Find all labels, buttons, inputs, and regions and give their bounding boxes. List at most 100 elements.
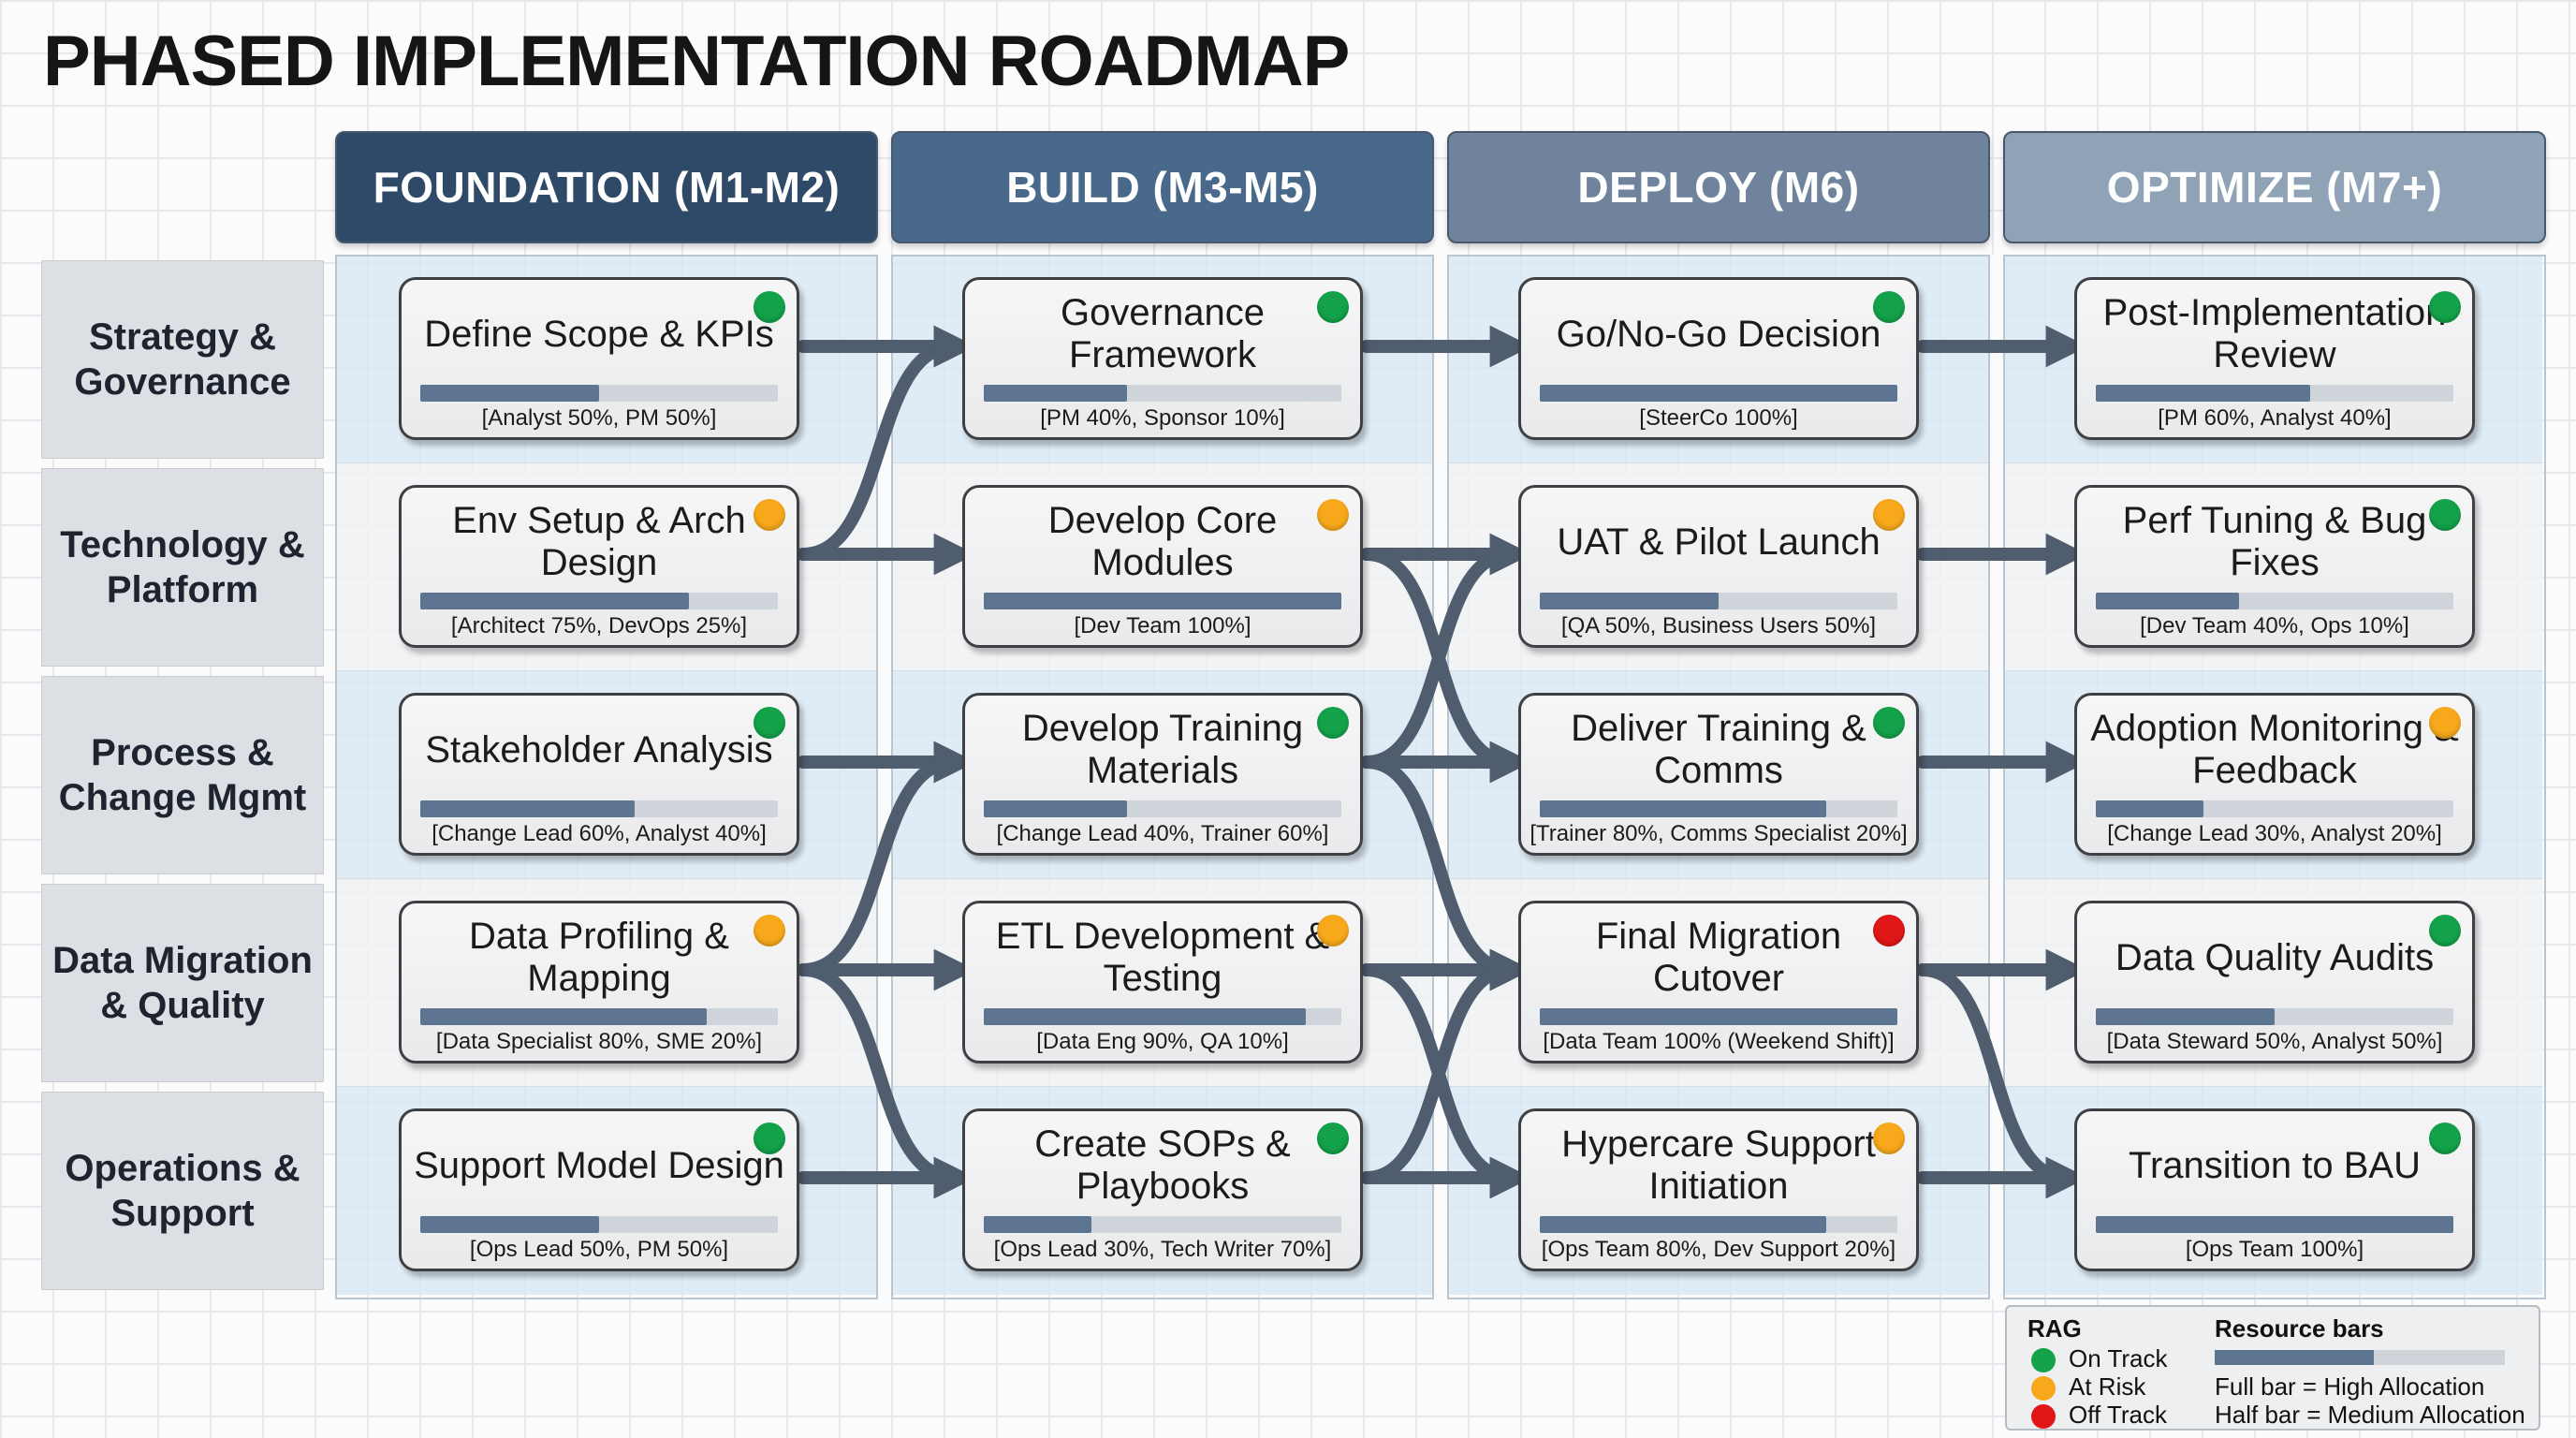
task-name: Go/No-Go Decision [1556, 313, 1881, 355]
task-name: Final Migration Cutover [1595, 916, 1842, 999]
task-resources: [Ops Lead 30%, Tech Writer 70%] [993, 1237, 1332, 1262]
task-resources: [Data Team 100% (Weekend Shift)] [1543, 1029, 1895, 1054]
rag-status-icon-on-track [754, 707, 785, 739]
task-card-create-sops-and-playbooks[interactable]: Create SOPs & Playbooks[Ops Lead 30%, Te… [962, 1108, 1363, 1271]
rag-status-icon-on-track [1873, 707, 1905, 739]
legend-on-track-label: On Track [2069, 1344, 2168, 1372]
rag-status-icon-on-track [2429, 915, 2461, 946]
rag-status-icon-at-risk [754, 499, 785, 531]
task-name: Adoption Monitoring & Feedback [2090, 708, 2459, 791]
rag-status-icon-on-track [1317, 707, 1349, 739]
task-resources: [Dev Team 100%] [1074, 613, 1251, 638]
task-resources: [PM 40%, Sponsor 10%] [1040, 405, 1285, 431]
phase-header-optimize-m7: OPTIMIZE (M7+) [2003, 131, 2546, 243]
task-card-governance-framework[interactable]: Governance Framework[PM 40%, Sponsor 10%… [962, 277, 1363, 440]
task-name: Perf Tuning & Bug Fixes [2122, 500, 2427, 583]
legend-bars-title: Resource bars [2215, 1314, 2384, 1343]
task-name: Transition to BAU [2129, 1144, 2421, 1186]
task-card-develop-training-materials[interactable]: Develop Training Materials [Change Lead 4… [962, 693, 1363, 856]
dependency-arrow-t32-to-t43 [1916, 963, 2088, 1199]
rag-status-icon-on-track [2429, 291, 2461, 323]
resource-bar-track [984, 1216, 1341, 1233]
dependency-arrow-t30-to-t41 [797, 963, 976, 1199]
resource-bar-track [2096, 385, 2453, 402]
task-card-adoption-monitoring-and-feedback[interactable]: Adoption Monitoring & Feedback [Change Le… [2074, 693, 2475, 856]
resource-bar-track [420, 1008, 778, 1025]
rag-status-icon-at-risk [2429, 707, 2461, 739]
task-name: Support Model Design [414, 1144, 784, 1186]
task-resources: [Architect 75%, DevOps 25%] [450, 613, 748, 638]
resource-bar-fill [420, 1216, 599, 1233]
task-name: Develop Training Materials [1021, 708, 1304, 791]
resource-bar-track [1540, 1216, 1897, 1233]
task-resources: [Dev Team 40%, Ops 10%] [2140, 613, 2409, 638]
resource-bar-track [420, 385, 778, 402]
dependency-arrow-t21-to-t32 [1360, 756, 1532, 991]
resource-bar-fill [984, 593, 1341, 609]
rag-status-icon-on-track [754, 1123, 785, 1154]
resource-bar-track [984, 593, 1341, 609]
task-card-data-profiling-and-mapping[interactable]: Data Profiling & Mapping [Data Specialist… [399, 901, 799, 1064]
task-name: Env Setup & Arch Design [452, 500, 746, 583]
resource-bar-track [2096, 1008, 2453, 1025]
legend-rag-title: RAG [2027, 1314, 2082, 1343]
rag-status-icon-at-risk [754, 915, 785, 946]
task-card-stakeholder-analysis[interactable]: Stakeholder Analysis[Change Lead 60%, An… [399, 693, 799, 856]
task-resources: [Data Eng 90%, QA 10%] [1036, 1029, 1289, 1054]
task-name: Data Profiling & Mapping [469, 916, 729, 999]
task-card-go-no-go-decision[interactable]: Go/No-Go Decision [SteerCo 100%] [1518, 277, 1919, 440]
rag-status-icon-on-track [2429, 499, 2461, 531]
rag-status-icon-at-risk [1317, 915, 1349, 946]
task-card-data-quality-audits[interactable]: Data Quality Audits[Data Steward 50%, An… [2074, 901, 2475, 1064]
workstream-label-operations-and-support: Operations & Support [41, 1092, 324, 1290]
task-name: Deliver Training & Comms [1571, 708, 1866, 791]
resource-bar-track [984, 385, 1341, 402]
task-card-perf-tuning-and-bug-fixes[interactable]: Perf Tuning & Bug Fixes [Dev Team 40%, Op… [2074, 485, 2475, 648]
task-card-uat-and-pilot-launch[interactable]: UAT & Pilot Launch [QA 50%, Business User… [1518, 485, 1919, 648]
task-resources: [Data Specialist 80%, SME 20%] [435, 1029, 763, 1054]
resource-bar-fill [1540, 1008, 1897, 1025]
rag-status-icon-off-track [1873, 915, 1905, 946]
resource-bar-fill [420, 385, 599, 402]
task-resources: [Change Lead 40%, Trainer 60%] [996, 821, 1329, 846]
resource-bar-fill [1540, 1216, 1826, 1233]
task-card-hypercare-support-initiation[interactable]: Hypercare Support Initiation[Ops Team 80… [1518, 1108, 1919, 1271]
resource-bar-fill [984, 1008, 1306, 1025]
resource-bar-track [420, 1216, 778, 1233]
resource-bar-fill [984, 1216, 1091, 1233]
column-gap [1990, 255, 2003, 1299]
task-card-final-migration-cutover[interactable]: Final Migration Cutover [Data Team 100% (… [1518, 901, 1919, 1064]
page-title: PHASED IMPLEMENTATION ROADMAP [43, 22, 1350, 101]
legend-off-track-label: Off Track [2069, 1401, 2167, 1429]
task-name: UAT & Pilot Launch [1557, 521, 1881, 563]
dependency-arrow-t30-to-t21 [797, 741, 976, 976]
resource-bar-fill [2096, 1008, 2275, 1025]
task-resources: [SteerCo 100%] [1639, 405, 1798, 431]
task-card-transition-to-bau[interactable]: Transition to BAU[Ops Team 100%] [2074, 1108, 2475, 1271]
task-card-define-scope-and-kpis[interactable]: Define Scope & KPIs[Analyst 50%, PM 50%] [399, 277, 799, 440]
resource-bar-track [2096, 1216, 2453, 1233]
resource-bar-track [1540, 800, 1897, 817]
task-card-env-setup-and-arch-design[interactable]: Env Setup & Arch Design [Architect 75%, D… [399, 485, 799, 648]
resource-bar-fill [420, 800, 636, 817]
resource-bar-fill [1540, 593, 1719, 609]
resource-bar-track [984, 1008, 1341, 1025]
resource-bar-fill [2096, 593, 2239, 609]
task-resources: [Change Lead 30%, Analyst 20%] [2107, 821, 2442, 846]
task-card-support-model-design[interactable]: Support Model Design [Ops Lead 50%, PM 50… [399, 1108, 799, 1271]
task-resources: [Trainer 80%, Comms Specialist 20%] [1530, 821, 1908, 846]
rag-status-icon-at-risk [1873, 1123, 1905, 1154]
legend-at-risk-label: At Risk [2069, 1372, 2146, 1401]
resource-bar-track [984, 800, 1341, 817]
legend-half-bar-text: Half bar = Medium Allocation [2215, 1401, 2525, 1429]
task-card-post-implementation-review[interactable]: Post-Implementation Review[PM 60%, Analy… [2074, 277, 2475, 440]
task-resources: [Ops Lead 50%, PM 50%] [469, 1237, 729, 1262]
task-name: Hypercare Support Initiation [1561, 1123, 1876, 1207]
task-card-etl-development-and-testing[interactable]: ETL Development & Testing[Data Eng 90%, … [962, 901, 1363, 1064]
task-resources: [QA 50%, Business Users 50%] [1560, 613, 1877, 638]
dependency-arrow-t21-to-t12 [1360, 533, 1532, 769]
task-name: Data Quality Audits [2115, 936, 2435, 978]
task-card-deliver-training-and-comms[interactable]: Deliver Training & Comms [Trainer 80%, Co… [1518, 693, 1919, 856]
task-card-develop-core-modules[interactable]: Develop Core Modules[Dev Team 100%] [962, 485, 1363, 648]
phase-header-build-m3-m5: BUILD (M3-M5) [891, 131, 1434, 243]
